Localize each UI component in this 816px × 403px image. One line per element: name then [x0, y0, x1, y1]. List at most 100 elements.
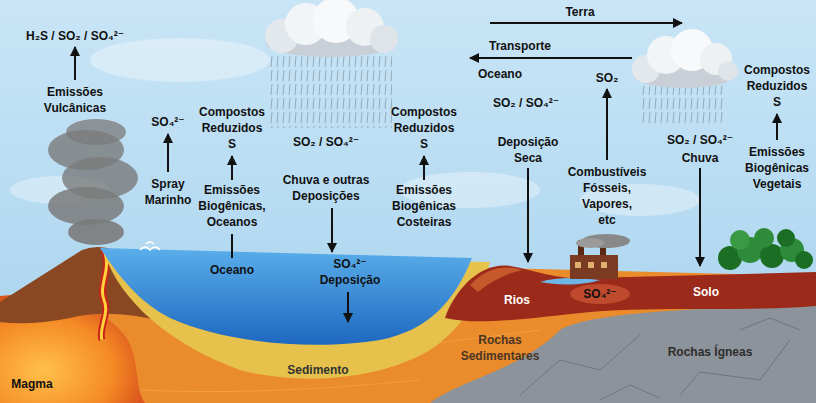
trees [718, 228, 813, 270]
layer-label: Magma [11, 376, 52, 392]
process-label: Emissões Biogênicas, Oceanos [198, 182, 265, 230]
soil-patch [570, 284, 630, 304]
text-line: Biogênicas [392, 198, 456, 214]
text-line: Deposição [320, 272, 381, 288]
text-line: Transporte [489, 38, 551, 54]
text-line: S [199, 136, 265, 152]
text-line: Chuva [682, 150, 719, 166]
process-label: Chuva e outras Deposições [283, 172, 370, 204]
process-label: Spray Marinho [145, 176, 192, 208]
text-line: H₂S / SO₂ / SO₄²⁻ [26, 28, 124, 44]
text-line: Spray [145, 176, 192, 192]
layer-label: Sedimento [287, 362, 348, 378]
text-line: SO₄²⁻ [320, 256, 381, 272]
cloud [632, 29, 738, 88]
text-line: S [391, 136, 457, 152]
process-label: Chuva [682, 150, 719, 166]
text-line: Seca [498, 150, 559, 166]
layer-label: Rochas Ígneas [668, 344, 753, 360]
text-line: Chuva e outras [283, 172, 370, 188]
text-line: SO₄²⁻ [151, 114, 184, 130]
text-line: Compostos [199, 104, 265, 120]
source-label: Combustíveis Fósseis, Vapores, etc [568, 164, 647, 228]
text-line: Fósseis, [568, 180, 647, 196]
text-line: Oceano [210, 262, 254, 278]
text-line: Emissões [392, 182, 456, 198]
chemical-formula: SO₄²⁻ [151, 114, 184, 130]
rain [642, 86, 724, 126]
text-line: Solo [693, 284, 719, 300]
text-line: Vapores, [568, 196, 647, 212]
compound-label: Compostos Reduzidos S [391, 104, 457, 152]
text-line: Biogênicas [745, 160, 809, 176]
text-line: Sedimento [287, 362, 348, 378]
text-line: Oceanos [198, 214, 265, 230]
text-line: Compostos [391, 104, 457, 120]
text-line: Rochas [461, 332, 540, 348]
place-label: Oceano [210, 262, 254, 278]
process-label: SO₄²⁻ Deposição [320, 256, 381, 288]
cloud [265, 0, 398, 57]
ocean [100, 248, 472, 345]
lava-flow [101, 250, 106, 340]
place-label: Rios [504, 292, 530, 308]
process-label: Emissões Vulcânicas [44, 84, 106, 116]
factory [570, 234, 630, 279]
text-line: Deposição [498, 134, 559, 150]
text-line: Vulcânicas [44, 100, 106, 116]
text-line: Reduzidos [391, 120, 457, 136]
text-line: Magma [11, 376, 52, 392]
text-line: Deposições [283, 188, 370, 204]
chemical-formula: H₂S / SO₂ / SO₄²⁻ [26, 28, 124, 44]
text-line: SO₂ / SO₄²⁻ [493, 95, 559, 111]
text-line: Reduzidos [199, 120, 265, 136]
text-line: Rios [504, 292, 530, 308]
text-line: Emissões [198, 182, 265, 198]
text-line: Compostos [744, 62, 810, 78]
text-line: Sedimentares [461, 348, 540, 364]
rain [268, 54, 392, 128]
chemical-formula: SO₂ / SO₄²⁻ [493, 95, 559, 111]
text-line: Costeiras [392, 214, 456, 230]
direction-label: Oceano [478, 66, 522, 82]
text-line: Biogênicas, [198, 198, 265, 214]
text-line: SO₄²⁻ [583, 286, 616, 302]
chemical-formula: SO₄²⁻ [583, 286, 616, 302]
chemical-formula: SO₂ [596, 70, 619, 86]
layer-label: Rochas Sedimentares [461, 332, 540, 364]
text-line: Oceano [478, 66, 522, 82]
process-label: Transporte [489, 38, 551, 54]
text-line: Rochas Ígneas [668, 344, 753, 360]
text-line: Marinho [145, 192, 192, 208]
lava-flow [101, 250, 106, 340]
text-line: Emissões [44, 84, 106, 100]
text-line: Combustíveis [568, 164, 647, 180]
process-label: Emissões Biogênicas Vegetais [745, 144, 809, 192]
text-line: Emissões [745, 144, 809, 160]
text-line: S [744, 94, 810, 110]
flow-arrows [75, 23, 777, 322]
volcanic-plume [48, 119, 138, 245]
chemical-formula: SO₂ / SO₄²⁻ [293, 134, 359, 150]
sky-haze [10, 38, 700, 216]
text-line: Terra [565, 4, 594, 20]
chemical-formula: SO₂ / SO₄²⁻ [667, 132, 733, 148]
compound-label: Compostos Reduzidos S [199, 104, 265, 152]
process-label: Emissões Biogênicas Costeiras [392, 182, 456, 230]
place-label: Solo [693, 284, 719, 300]
soil [445, 266, 816, 322]
compound-label: Compostos Reduzidos S [744, 62, 810, 110]
text-line: Vegetais [745, 176, 809, 192]
text-line: SO₂ / SO₄²⁻ [293, 134, 359, 150]
direction-label: Terra [565, 4, 594, 20]
hill [470, 267, 522, 292]
sea-spray [140, 242, 160, 250]
text-line: Reduzidos [744, 78, 810, 94]
text-line: SO₂ / SO₄²⁻ [667, 132, 733, 148]
text-line: SO₂ [596, 70, 619, 86]
rock-texture [520, 318, 800, 400]
process-label: Deposição Seca [498, 134, 559, 166]
